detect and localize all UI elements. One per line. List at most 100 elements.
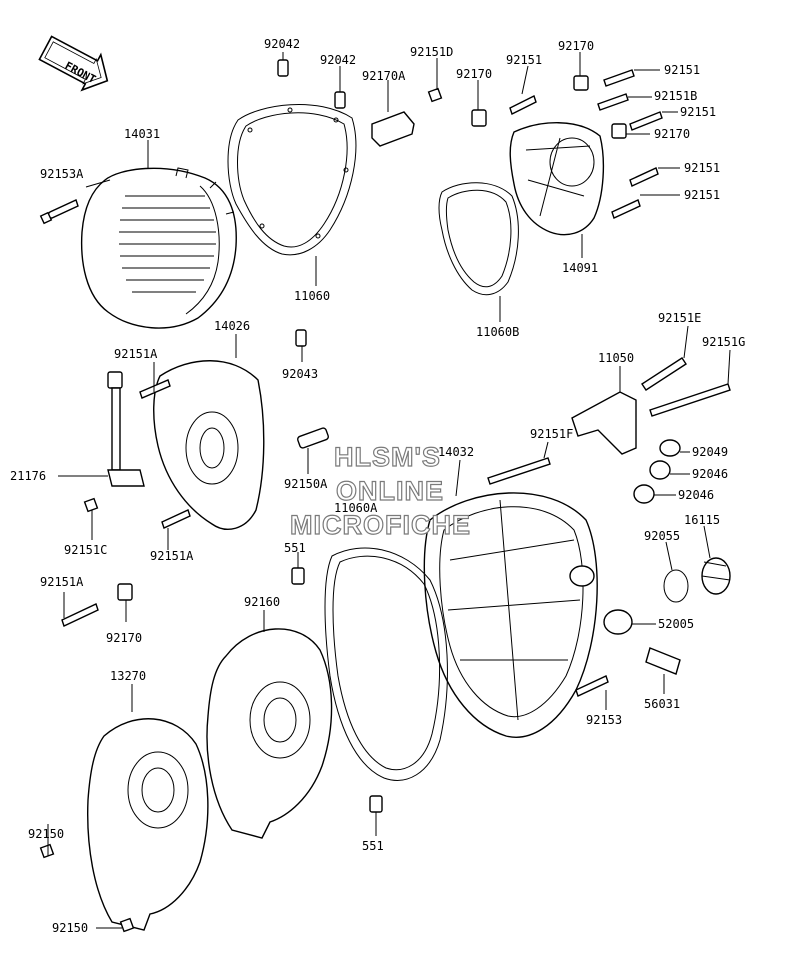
label-92151e: 92151E xyxy=(658,311,701,325)
label-14031: 14031 xyxy=(124,127,160,141)
bolt-92151a-1[interactable] xyxy=(139,379,171,399)
label-92151-top: 92151 xyxy=(506,53,542,67)
clip-92170-mid[interactable] xyxy=(471,109,487,127)
watermark-line-2: ONLINE xyxy=(336,476,444,506)
label-16115: 16115 xyxy=(684,513,720,527)
bolt-92151-r1[interactable] xyxy=(603,69,635,87)
label-14026: 14026 xyxy=(214,319,250,333)
label-21176: 21176 xyxy=(10,469,46,483)
label-92151-r2: 92151 xyxy=(680,105,716,119)
label-92170-r: 92170 xyxy=(654,127,690,141)
bolt-92151-r2[interactable] xyxy=(629,111,663,131)
label-92151a-1: 92151A xyxy=(114,347,158,361)
label-92055: 92055 xyxy=(644,529,680,543)
label-92043: 92043 xyxy=(282,367,318,381)
dowel-92042-a[interactable] xyxy=(277,59,289,77)
bolt-92151-r4[interactable] xyxy=(611,199,641,219)
plate-92160[interactable] xyxy=(206,628,333,839)
label-92151-r3: 92151 xyxy=(684,161,720,175)
label-551-a: 551 xyxy=(284,541,306,555)
seal-52005[interactable] xyxy=(603,609,633,635)
label-11060b: 11060B xyxy=(476,325,519,339)
label-11060: 11060 xyxy=(294,289,330,303)
label-92150a: 92150A xyxy=(284,477,328,491)
sensor-21176[interactable] xyxy=(107,371,145,487)
label-11060a: 11060A xyxy=(334,501,378,515)
bolt-92151g[interactable] xyxy=(649,383,731,417)
label-92170a: 92170A xyxy=(362,69,406,83)
label-92170-top: 92170 xyxy=(558,39,594,53)
bearing-92046-a[interactable] xyxy=(649,460,671,480)
dowel-551-a[interactable] xyxy=(291,567,305,585)
label-92170-mid: 92170 xyxy=(456,67,492,81)
label-92046-a: 92046 xyxy=(692,467,728,481)
bolt-92151a-3[interactable] xyxy=(61,603,99,627)
bolt-92151-r3[interactable] xyxy=(629,167,659,187)
watermark-line-3: MICROFICHE xyxy=(290,510,471,540)
label-92151c: 92151C xyxy=(64,543,107,557)
clamp-92170a[interactable] xyxy=(371,111,415,147)
oring-92055[interactable] xyxy=(663,569,689,603)
label-56031[interactable] xyxy=(645,647,681,675)
generator-cover-14031[interactable] xyxy=(80,167,237,329)
label-11050: 11050 xyxy=(598,351,634,365)
gasket-11060[interactable] xyxy=(227,104,357,256)
front-arrow-icon xyxy=(38,35,109,92)
label-56031: 56031 xyxy=(644,697,680,711)
filler-cap-16115[interactable] xyxy=(701,557,731,595)
bolt-92151a-2[interactable] xyxy=(161,509,191,529)
inner-cover-14026[interactable] xyxy=(153,360,265,530)
gasket-11060a[interactable] xyxy=(324,547,448,781)
bolt-92151b[interactable] xyxy=(597,93,629,111)
bolt-92153[interactable] xyxy=(575,675,609,697)
clutch-cover-14032[interactable] xyxy=(423,492,598,738)
dowel-92150a[interactable] xyxy=(296,427,330,449)
bracket-11050[interactable] xyxy=(571,391,637,455)
label-92151f: 92151F xyxy=(530,427,573,441)
plate-13270[interactable] xyxy=(87,718,209,931)
bearing-92046-b[interactable] xyxy=(633,484,655,504)
label-14091: 14091 xyxy=(562,261,598,275)
bolt-92151d[interactable] xyxy=(427,87,443,103)
label-92042-b: 92042 xyxy=(320,53,356,67)
label-92153: 92153 xyxy=(586,713,622,727)
bolt-92150-a[interactable] xyxy=(39,843,55,859)
part-labels: 92042 92042 92151D 92170A 92151 92170 92… xyxy=(10,37,745,935)
bolt-92151f[interactable] xyxy=(487,457,551,485)
label-92150-b: 92150 xyxy=(52,921,88,935)
seal-92049[interactable] xyxy=(659,439,681,457)
bolt-92153a[interactable] xyxy=(39,199,79,225)
label-13270: 13270 xyxy=(110,669,146,683)
label-92046-b: 92046 xyxy=(678,488,714,502)
dowel-551-b[interactable] xyxy=(369,795,383,813)
label-14032: 14032 xyxy=(438,445,474,459)
watermark: HLSM'S ONLINE MICROFICHE xyxy=(289,441,471,540)
bolt-92150-b[interactable] xyxy=(119,917,135,933)
label-92151-r1: 92151 xyxy=(664,63,700,77)
pickup-cover-14091[interactable] xyxy=(509,122,605,236)
clip-92170-left[interactable] xyxy=(117,583,133,601)
label-92151d: 92151D xyxy=(410,45,453,59)
leader-lines xyxy=(47,52,731,929)
clip-92170-top[interactable] xyxy=(573,75,589,91)
label-92151a-2: 92151A xyxy=(150,549,194,563)
label-92042-a: 92042 xyxy=(264,37,300,51)
label-92049: 92049 xyxy=(692,445,728,459)
dowel-92042-b[interactable] xyxy=(334,91,346,109)
label-92170-left: 92170 xyxy=(106,631,142,645)
gasket-11060b[interactable] xyxy=(438,182,519,296)
bolt-92151c[interactable] xyxy=(83,497,99,513)
watermark-line-1: HLSM'S xyxy=(334,442,441,472)
label-92160: 92160 xyxy=(244,595,280,609)
bolt-92151-top[interactable] xyxy=(509,95,537,115)
dowel-92043[interactable] xyxy=(295,329,307,347)
label-92151b: 92151B xyxy=(654,89,697,103)
label-92153a: 92153A xyxy=(40,167,84,181)
label-551-b: 551 xyxy=(362,839,384,853)
clip-92170-right[interactable] xyxy=(611,123,627,139)
label-92151g: 92151G xyxy=(702,335,745,349)
label-92151-r4: 92151 xyxy=(684,188,720,202)
bolt-92151e[interactable] xyxy=(641,357,687,391)
